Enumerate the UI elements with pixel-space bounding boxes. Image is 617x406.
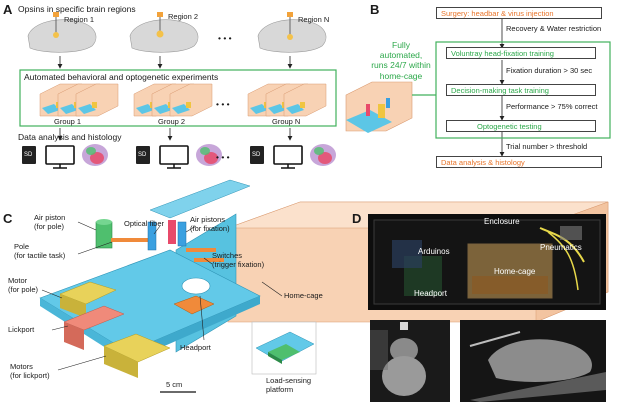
monitor-icon [159, 145, 189, 165]
photo-label-headport: Headport [414, 289, 447, 298]
transition-recovery: Recovery & Water restriction [506, 24, 602, 33]
automated-note: Fully automated, runs 24/7 within home-c… [371, 40, 431, 81]
ellipsis-cages: • • • [216, 99, 230, 109]
device-illustration-b [345, 81, 413, 133]
group-1-label: Group 1 [54, 117, 82, 126]
transition-fixation: Fixation duration > 30 sec [506, 66, 593, 75]
label-switches: Switches(trigger fixation) [212, 251, 265, 269]
cage-group-2 [133, 83, 213, 117]
monitor-icon [273, 145, 303, 165]
histology-slice-icon [196, 144, 222, 166]
sd-text-2: SD [138, 152, 147, 158]
sd-card-icon [250, 146, 264, 164]
label-motor: Motor(for pole) [8, 276, 39, 294]
brain-region-n [257, 12, 327, 53]
label-pole: Pole(for tactile task) [14, 242, 66, 260]
ellipsis-analysis: • • • [216, 152, 230, 162]
step-data-analysis: Data analysis & histology [436, 156, 602, 168]
photo-mouse-front [370, 320, 450, 402]
analysis-set-n [250, 144, 336, 169]
label-optical-fiber: Optical fiber [124, 219, 165, 228]
step-decision-making: Decision-making task training [446, 84, 596, 96]
ellipsis-brains: • • • [218, 33, 232, 43]
group-2-label: Group 2 [158, 117, 186, 126]
cage-group-1 [39, 83, 119, 117]
photo-label-enclosure: Enclosure [484, 217, 520, 226]
histology-slice-icon [310, 144, 336, 166]
monitor-icon [45, 145, 75, 165]
panel-label-b: B [370, 2, 380, 17]
label-air-pistons: Air pistons(for fixation) [190, 215, 230, 233]
experiments-title: Automated behavioral and optogenetic exp… [24, 72, 219, 82]
region-2-label: Region 2 [168, 12, 199, 21]
step-head-fixation: Voluntray head-fixation training [446, 47, 596, 59]
brain-region-1 [27, 12, 97, 53]
step-surgery: Surgery: headbar & virus injection [436, 7, 602, 19]
photo-enclosure [368, 214, 606, 310]
region-1-label: Region 1 [64, 15, 95, 24]
panel-label-c: C [3, 211, 13, 226]
histology-slice-icon [82, 144, 108, 166]
label-air-piston: Air piston(for pole) [34, 213, 66, 231]
brain-region-2 [129, 12, 199, 53]
opsins-heading: Opsins in specific brain regions [18, 4, 136, 14]
transition-performance: Performance > 75% correct [506, 102, 598, 111]
panel-label-d: D [352, 211, 362, 226]
photo-label-home-cage: Home-cage [494, 267, 536, 276]
label-home-cage: Home-cage [284, 291, 323, 300]
group-n-label: Group N [272, 117, 301, 126]
label-motors: Motors(for lickport) [10, 362, 50, 380]
photo-label-arduinos: Arduinos [418, 247, 450, 256]
cage-group-n [247, 83, 327, 117]
photo-mouse-side [460, 320, 606, 402]
analysis-set-2 [136, 144, 222, 169]
panel-label-a: A [3, 2, 13, 17]
callout-lines [41, 221, 283, 371]
sd-text-n: SD [252, 152, 261, 158]
region-n-label: Region N [298, 15, 330, 24]
analysis-set-1 [22, 144, 108, 169]
sd-card-icon [136, 146, 150, 164]
step-optogenetic: Optogenetic testing [446, 120, 596, 132]
sd-card-icon [22, 146, 36, 164]
automation-frame [435, 41, 611, 139]
scale-label: 5 cm [166, 380, 183, 389]
analysis-title: Data analysis and histology [18, 132, 122, 142]
photo-label-pneumatics: Pneumatics [540, 243, 582, 252]
sd-text-1: SD [24, 152, 33, 158]
label-lickport: Lickport [8, 325, 35, 334]
experiments-frame [19, 69, 337, 127]
load-sensing-inset [251, 321, 317, 375]
transition-trials: Trial number > threshold [506, 142, 588, 151]
label-headport: Headport [180, 343, 211, 352]
